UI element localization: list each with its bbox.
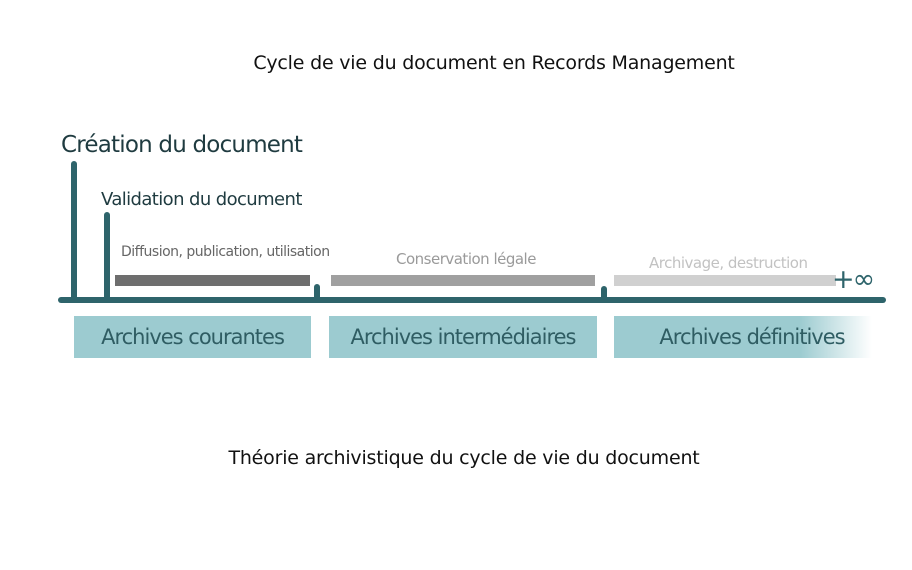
diagram-caption: Théorie archivistique du cycle de vie du… [228, 447, 700, 469]
archivage-phase-bar [614, 275, 836, 286]
validation-label: Validation du document [101, 189, 302, 210]
phase-boundary-tick [601, 286, 607, 303]
archives-courantes-label: Archives courantes [101, 325, 285, 349]
archives-intermediaires-box: Archives intermédiaires [329, 316, 597, 358]
conservation-phase-bar [331, 275, 595, 286]
diffusion-phase-label: Diffusion, publication, utilisation [121, 244, 330, 260]
archives-definitives-label: Archives définitives [659, 325, 845, 349]
creation-marker [71, 161, 77, 303]
phase-boundary-tick [314, 284, 320, 303]
creation-label: Création du document [61, 132, 303, 158]
archives-courantes-box: Archives courantes [74, 316, 311, 358]
archives-definitives-box: Archives définitives [614, 316, 872, 358]
conservation-phase-label: Conservation légale [396, 250, 536, 268]
archives-intermediaires-label: Archives intermédiaires [350, 325, 576, 349]
timeline-axis [58, 297, 886, 303]
validation-marker [104, 212, 110, 303]
archivage-phase-label: Archivage, destruction [649, 254, 808, 272]
infinity-symbol: +∞ [832, 264, 875, 295]
diffusion-phase-bar [115, 275, 310, 286]
diagram-title: Cycle de vie du document en Records Mana… [253, 52, 735, 74]
